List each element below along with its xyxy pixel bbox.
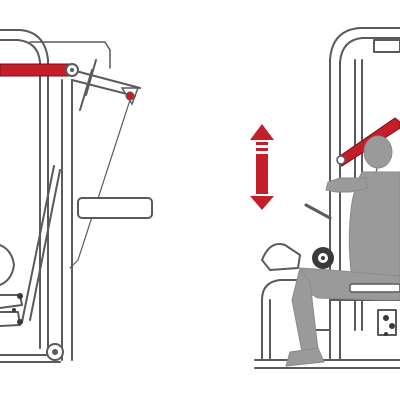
right-seat-pad <box>349 283 400 293</box>
left-lat-bar <box>0 63 140 106</box>
left-adjust-knobs <box>12 293 23 325</box>
right-adjust-knobs <box>383 315 395 336</box>
up-down-arrow-icon <box>250 124 274 210</box>
left-machine <box>0 29 153 363</box>
thigh-roller <box>312 247 334 269</box>
